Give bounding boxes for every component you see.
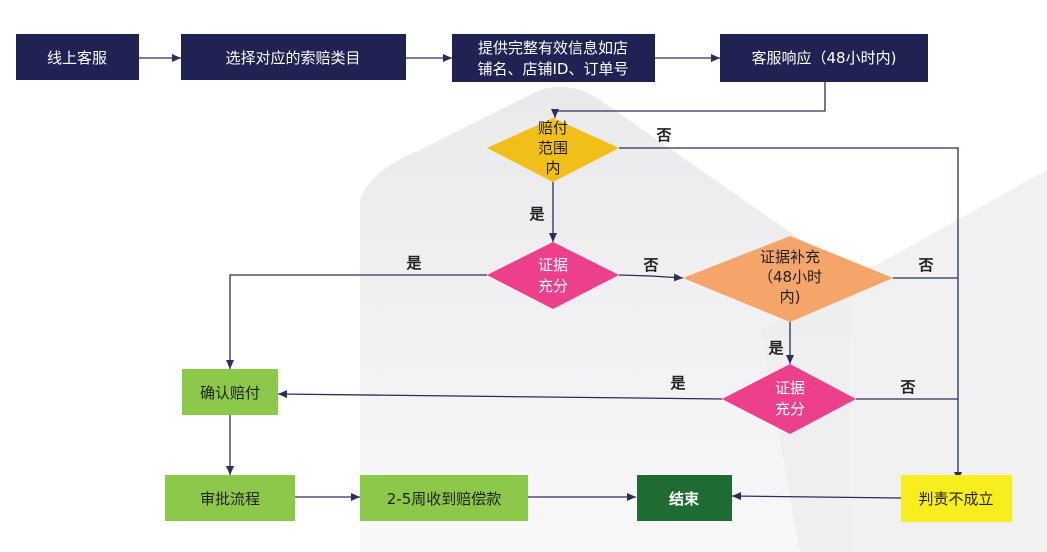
edge-ev2-yes bbox=[277, 390, 723, 400]
edge-scope-no bbox=[619, 147, 962, 481]
node-online-service: 线上客服 bbox=[16, 34, 139, 80]
node-provide-info: 提供完整有效信息如店 铺名、店铺ID、订单号 bbox=[452, 34, 655, 82]
svg-text:内: 内 bbox=[545, 159, 560, 177]
svg-text:线上客服: 线上客服 bbox=[47, 49, 107, 67]
edges bbox=[139, 54, 962, 501]
diamond-evidence-1: 证据 充分 bbox=[487, 242, 619, 309]
node-select-category: 选择对应的索赔类目 bbox=[181, 34, 406, 80]
label-ev1-yes: 是 bbox=[405, 254, 422, 272]
svg-text:铺名、店铺ID、订单号: 铺名、店铺ID、订单号 bbox=[478, 60, 629, 78]
node-approval-process: 审批流程 bbox=[165, 475, 295, 521]
svg-text:证据补充: 证据补充 bbox=[760, 248, 820, 266]
background-shape bbox=[360, 86, 850, 552]
node-end: 结束 bbox=[637, 475, 732, 521]
label-scope-yes: 是 bbox=[528, 205, 545, 223]
edge-response-to-scope bbox=[551, 82, 826, 118]
node-confirm-compensation: 确认赔付 bbox=[182, 369, 278, 415]
svg-text:内): 内) bbox=[780, 288, 801, 306]
diamond-in-scope: 赔付 范围 内 bbox=[487, 118, 619, 182]
svg-text:充分: 充分 bbox=[538, 277, 568, 295]
label-ev1-no: 否 bbox=[642, 256, 658, 274]
svg-text:确认赔付: 确认赔付 bbox=[200, 384, 260, 402]
svg-text:客服响应（48小时内): 客服响应（48小时内) bbox=[752, 49, 897, 67]
svg-text:选择对应的索赔类目: 选择对应的索赔类目 bbox=[225, 49, 360, 67]
svg-text:结束: 结束 bbox=[669, 490, 700, 508]
svg-text:判责不成立: 判责不成立 bbox=[918, 490, 993, 508]
diamond-evidence-supplement: 证据补充 （48小时 内) bbox=[683, 236, 893, 322]
label-ev2-no: 否 bbox=[899, 378, 915, 396]
label-ev2-yes: 是 bbox=[669, 374, 686, 392]
diamond-evidence-2: 证据 充分 bbox=[722, 364, 856, 434]
edge-ev1-yes bbox=[226, 274, 487, 369]
label-supp-no: 否 bbox=[917, 256, 933, 274]
svg-text:（48小时: （48小时 bbox=[758, 268, 822, 286]
background-shape-2 bbox=[760, 170, 1047, 552]
svg-text:充分: 充分 bbox=[775, 400, 805, 418]
label-scope-no: 否 bbox=[655, 126, 671, 144]
svg-text:证据: 证据 bbox=[775, 379, 805, 397]
svg-text:2-5周收到赔偿款: 2-5周收到赔偿款 bbox=[387, 490, 502, 508]
svg-text:范围: 范围 bbox=[538, 139, 568, 157]
node-claim-rejected: 判责不成立 bbox=[901, 475, 1012, 522]
svg-text:证据: 证据 bbox=[538, 256, 568, 274]
edge-ev1-no bbox=[618, 273, 684, 282]
node-receive-payment: 2-5周收到赔偿款 bbox=[360, 475, 528, 521]
svg-text:审批流程: 审批流程 bbox=[200, 490, 260, 508]
svg-text:提供完整有效信息如店: 提供完整有效信息如店 bbox=[478, 39, 628, 57]
edge-reject-to-end bbox=[731, 492, 902, 501]
svg-text:赔付: 赔付 bbox=[538, 119, 568, 137]
node-service-response: 客服响应（48小时内) bbox=[720, 34, 928, 82]
label-supp-yes: 是 bbox=[767, 339, 784, 357]
